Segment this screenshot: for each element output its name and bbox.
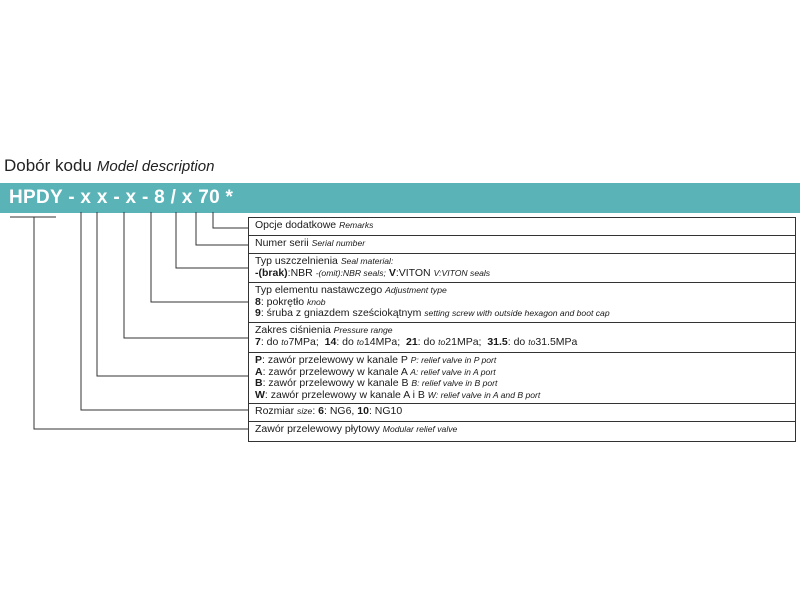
box-pressure-range: Zakres ciśnienia Pressure range 7: do to… [248, 323, 796, 353]
pressure-label: Zakres ciśnienia [255, 324, 331, 336]
port-code: B [255, 377, 263, 390]
port-text: : zawór przelewowy w kanale A i B [264, 388, 428, 401]
seal-label-en: Seal material: [340, 256, 394, 266]
port-row: B: zawór przelewowy w kanale B B: relief… [255, 377, 795, 390]
adjustment-opt2-code: 9 [255, 307, 261, 320]
adjustment-opt2: 9: śruba z gniazdem sześciokątnym settin… [255, 307, 795, 320]
pressure-value: 7MPa; [288, 335, 319, 348]
adjustment-opt1-en: knob [306, 296, 326, 307]
leader-valve [33, 217, 248, 430]
box-valve-type: Zawór przelewowy płytowy Modular relief … [248, 422, 796, 442]
port-row: A: zawór przelewowy w kanale A A: relief… [255, 365, 795, 379]
box-size: Rozmiar size: 6: NG6, 10: NG10 [248, 404, 796, 422]
seal-options: -(brak):NBR -(omit):NBR seals; V:VITON V… [255, 266, 795, 280]
adjustment-label: Typ elementu nastawczego [255, 284, 383, 296]
adjustment-opt2-en: setting screw with outside hexagon and b… [424, 308, 610, 319]
pressure-label-en: Pressure range [333, 325, 393, 335]
seal-opt2-text: :VITON [395, 266, 434, 279]
remarks-label: Opcje dodatkowe [255, 219, 337, 231]
serial-label: Numer serii [255, 237, 309, 249]
pressure-pre: : do [507, 335, 529, 348]
title-main: Dobór kodu [4, 156, 92, 175]
port-text: : zawór przelewowy w kanale B [262, 377, 412, 390]
leader-pressure [123, 212, 248, 339]
port-text: : zawór przelewowy w kanale P [262, 354, 411, 366]
leader-adjustment [150, 212, 248, 303]
leader-serial [195, 212, 248, 246]
port-text-en: A: relief valve in A port [410, 366, 496, 377]
box-remarks: Opcje dodatkowe Remarks [248, 218, 796, 236]
adjustment-title: Typ elementu nastawczego Adjustment type [255, 284, 795, 297]
leader-remarks [212, 212, 248, 229]
code-description-table: Opcje dodatkowe Remarks Numer serii Seri… [248, 217, 796, 442]
box-adjustment-type: Typ elementu nastawczego Adjustment type… [248, 283, 796, 323]
leader-port [96, 212, 248, 377]
code-banner [0, 183, 800, 213]
port-text-en: P: relief valve in P port [410, 355, 497, 365]
pressure-value: 31.5MPa [535, 335, 578, 348]
size-opt2-code: 10 [357, 405, 369, 417]
seal-opt1-en: -(omit):NBR seals; [315, 267, 386, 278]
adjustment-opt2-text: : śruba z gniazdem sześciokątnym [260, 307, 425, 320]
remarks-label-en: Remarks [339, 220, 374, 230]
pressure-pre: : do [260, 335, 282, 348]
pressure-pre: : do [336, 335, 357, 348]
pressure-code: 21 [405, 335, 418, 348]
leader-size [80, 212, 248, 411]
box-seal-material: Typ uszczelnienia Seal material: -(brak)… [248, 254, 796, 283]
title-english: Model description [96, 158, 215, 175]
port-code: P [255, 354, 263, 366]
port-text-en: W: relief valve in A and B port [427, 389, 541, 400]
pressure-code: 14 [324, 335, 337, 348]
port-text-en: B: relief valve in B port [411, 378, 498, 389]
valve-label: Zawór przelewowy płytowy [255, 423, 383, 435]
pressure-code: 31.5 [487, 335, 508, 348]
pressure-pre: : do [417, 335, 439, 348]
port-code: A [255, 365, 263, 378]
seal-opt1-text: :NBR [287, 266, 316, 279]
leader-seal [175, 212, 248, 269]
size-opt1-code: 6 [318, 405, 324, 417]
pressure-to: to [528, 336, 536, 347]
model-code: HPDY - x x - x - 8 / x 70 * [9, 187, 234, 208]
pressure-to: to [356, 336, 364, 347]
size-opt1-text: : NG6, [324, 405, 358, 417]
seal-opt2-code: V [388, 266, 396, 279]
size-label: Rozmiar [255, 405, 298, 417]
pressure-values: 7: do to7MPa; 14: do to14MPa; 21: do to2… [255, 335, 795, 349]
adjustment-opt1-text: : pokrętło [260, 295, 307, 308]
adjustment-label-en: Adjustment type [385, 285, 447, 295]
adjustment-opt1-code: 8 [255, 295, 261, 308]
size-label-en: size [297, 406, 313, 416]
seal-label: Typ uszczelnienia [255, 255, 338, 267]
pressure-value: 14MPa; [363, 335, 401, 348]
box-port-selection: P: zawór przelewowy w kanale P P: relief… [248, 353, 796, 404]
size-opt2-text: : NG10 [368, 405, 403, 417]
adjustment-opt1: 8: pokrętło knob [255, 295, 795, 309]
pressure-value: 21MPa; [445, 335, 482, 348]
serial-label-en: Serial number [311, 238, 366, 248]
port-row: P: zawór przelewowy w kanale P P: relief… [255, 354, 795, 367]
seal-opt1-code: -(brak) [255, 266, 288, 279]
seal-title: Typ uszczelnienia Seal material: [255, 255, 795, 268]
pressure-to: to [281, 336, 289, 347]
pressure-code: 7 [255, 335, 261, 348]
pressure-title: Zakres ciśnienia Pressure range [255, 324, 795, 337]
valve-label-en: Modular relief valve [382, 424, 458, 434]
seal-opt2-en: V:VITON seals [433, 267, 491, 278]
pressure-to: to [438, 336, 446, 347]
port-code: W [255, 388, 265, 401]
box-serial-number: Numer serii Serial number [248, 236, 796, 254]
port-text: : zawór przelewowy w kanale A [262, 365, 411, 378]
port-row: W: zawór przelewowy w kanale A i B W: re… [255, 388, 795, 402]
